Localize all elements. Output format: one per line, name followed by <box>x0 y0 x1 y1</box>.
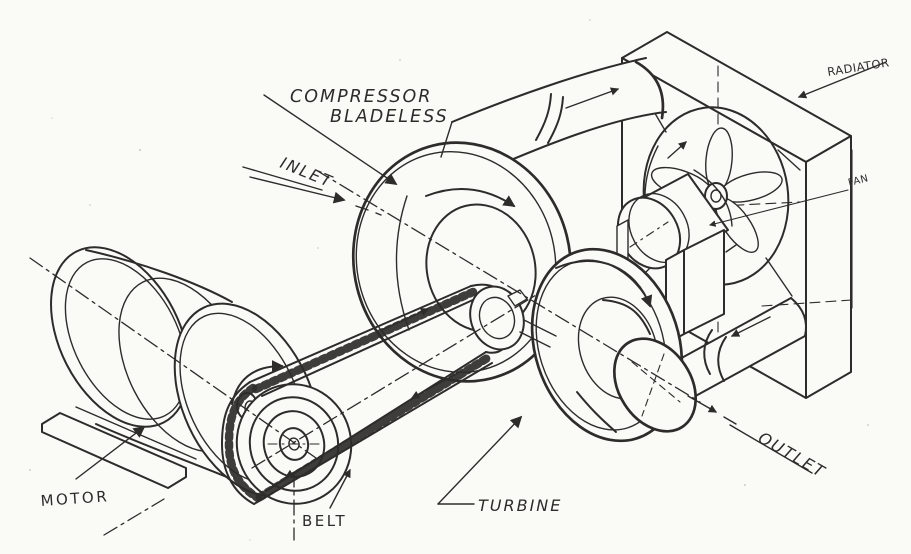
motor-leader <box>75 425 146 480</box>
fan-leader <box>709 189 849 227</box>
flow-arrow-to-turbine <box>730 316 771 337</box>
shaft-key <box>507 289 528 307</box>
inlet-underline <box>242 166 323 191</box>
radiator-inlet-collar <box>634 60 665 120</box>
label-belt: BELT <box>302 512 347 530</box>
label-motor: MOTOR <box>40 487 110 510</box>
belt-direction-arrows <box>284 308 459 478</box>
centerlines <box>29 169 701 541</box>
turbine-drawing <box>530 247 698 443</box>
label-turbine: TURBINE <box>478 496 562 515</box>
label-outlet: OUTLET <box>755 428 829 482</box>
outlet-underline <box>729 424 813 474</box>
inlet-leader <box>249 176 346 204</box>
paper-speckles <box>29 19 869 541</box>
turbine-leader <box>437 415 523 505</box>
turbine-rotation-arrow <box>555 260 653 308</box>
label-fan: FAN <box>847 173 870 189</box>
outlet-mouth-centerlines <box>631 353 681 417</box>
label-bladeless: BLADELESS <box>330 107 449 127</box>
label-compressor: COMPRESSOR <box>290 87 432 107</box>
motor-axis-centerline <box>29 257 317 459</box>
label-radiator: RADIATOR <box>826 55 890 79</box>
belt-leader <box>329 468 351 509</box>
belt-teeth-upper <box>251 287 478 394</box>
compressor-rotation-arrow <box>425 187 516 207</box>
compressor-leader <box>263 94 398 185</box>
outlet-flow-arrow <box>687 395 718 413</box>
belt-teeth-lower <box>255 352 494 502</box>
shaft-axis-centerline <box>315 169 701 403</box>
fan-hub <box>704 182 728 210</box>
flow-arrow-to-radiator <box>565 87 620 109</box>
radiator-leader <box>797 61 887 99</box>
belt-centerline <box>251 294 537 469</box>
